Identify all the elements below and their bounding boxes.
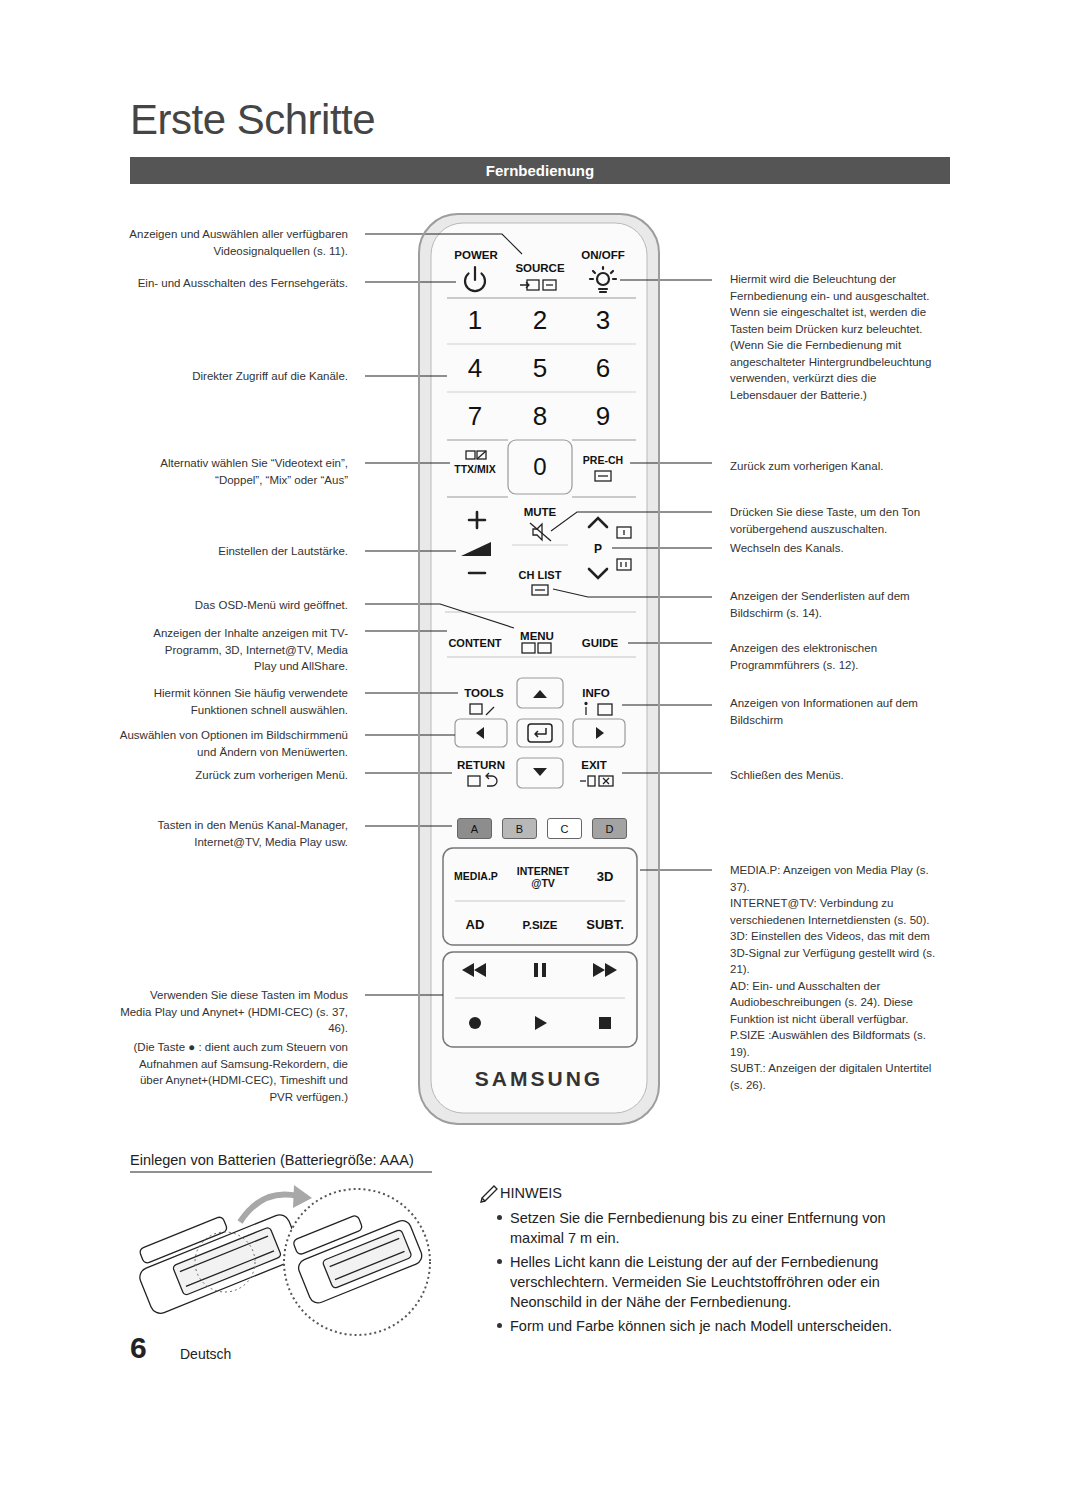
bullet-dot [497,1259,502,1264]
callout-text: Anzeigen des elektronischen Programmführ… [730,640,945,673]
key-label: PRE-CH [583,455,623,467]
callout-text: Direkter Zugriff auf die Kanäle. [118,368,348,385]
callout-text: Zurück zum vorherigen Kanal. [730,458,945,475]
section-heading: Fernbedienung [486,162,594,179]
callout-text: Anzeigen der Senderlisten auf dem Bildsc… [730,588,945,621]
key-label: AD [466,918,485,932]
bullet-dot [497,1323,502,1328]
callout-text: 3D: Einstellen des Videos, das mit dem 3… [730,928,945,978]
section-band: Fernbedienung [130,157,950,184]
callout-text: P.SIZE :Auswählen des Bildformats (s. 19… [730,1027,945,1060]
page-language: Deutsch [180,1346,231,1363]
note-heading: HINWEIS [500,1185,562,1202]
key-label: SUBT. [586,918,624,932]
digit-key: 1 [468,306,482,335]
key-label: INTERNET @TV [512,866,574,889]
bullet-dot [497,1215,502,1220]
callout-text: Anzeigen von Informationen auf dem Bilds… [730,695,945,728]
key-label: INFO [582,687,609,700]
digit-key: 9 [596,402,610,431]
callout-text: MEDIA.P: Anzeigen von Media Play (s. 37)… [730,862,945,895]
callout-text: Wechseln des Kanals. [730,540,945,557]
callout-text: Anzeigen und Auswählen aller verfügbaren… [118,226,348,259]
key-label: TOOLS [464,687,503,700]
digit-key: 8 [533,402,547,431]
callout-text: Das OSD-Menü wird geöffnet. [118,597,348,614]
key-label: D [606,823,614,835]
key-label: ON/OFF [581,249,624,262]
key-label: CH LIST [519,569,562,581]
key-label: SOURCE [515,262,564,275]
digit-key: 4 [468,354,482,383]
key-label: A [471,823,478,835]
digit-key: 3 [596,306,610,335]
page-title: Erste Schritte [130,96,375,144]
brand-logo: SAMSUNG [420,1067,658,1091]
callout-text: Verwenden Sie diese Tasten im Modus Medi… [118,987,348,1037]
digit-key: 2 [533,306,547,335]
digit-key: 5 [533,354,547,383]
color-key: C [547,818,582,839]
note-bullet: Setzen Sie die Fernbedienung bis zu eine… [495,1208,935,1248]
key-label: B [516,823,523,835]
key-label: P.SIZE [523,919,558,932]
callout-text: Zurück zum vorherigen Menü. [118,767,348,784]
callout-text: Alternativ wählen Sie “Videotext ein”, “… [118,455,348,488]
color-key: D [592,818,627,839]
key-label: MUTE [524,506,557,519]
callout-text: (Die Taste ● : dient auch zum Steuern vo… [118,1039,348,1105]
color-key: A [457,818,492,839]
callout-text: Hiermit wird die Beleuchtung der Fernbed… [730,271,945,403]
note-bullet: Form und Farbe können sich je nach Model… [495,1316,935,1336]
digit-key: 7 [468,402,482,431]
digit-key: 0 [533,454,546,480]
callout-text: Einstellen der Lautstärke. [118,543,348,560]
page-number: 6 [130,1330,147,1366]
key-label: POWER [454,249,497,262]
key-label: TTX/MIX [454,464,495,476]
key-label: 3D [597,870,614,884]
section-subheading: Einlegen von Batterien (Batteriegröße: A… [130,1152,414,1169]
key-label: C [561,823,569,835]
callout-text: Ein- und Ausschalten des Fernsehgeräts. [118,275,348,292]
callout-text: Schließen des Menüs. [730,767,945,784]
key-label: GUIDE [582,637,618,650]
color-key: B [502,818,537,839]
key-label: MENU [520,630,554,643]
callout-column: MEDIA.P: Anzeigen von Media Play (s. 37)… [730,862,945,1093]
callout-text: Anzeigen der Inhalte anzeigen mit TV-Pro… [143,625,348,675]
key-label: EXIT [581,759,607,772]
note-pencil [481,1186,497,1202]
note-bullet: Helles Licht kann die Leistung der auf d… [495,1252,935,1312]
digit-key: 6 [596,354,610,383]
key-label: CONTENT [448,637,501,649]
callout-text: INTERNET@TV: Verbindung zu verschiedenen… [730,895,945,928]
battery-illustration [129,1185,430,1335]
callout-text: Tasten in den Menüs Kanal-Manager, Inter… [118,817,348,850]
callout-text: SUBT.: Anzeigen der digitalen Untertitel… [730,1060,945,1093]
key-label: MEDIA.P [454,871,498,883]
callout-text: AD: Ein- und Ausschalten der Audiobeschr… [730,978,945,1028]
remote-housing: A B C D SAMSUNG [418,213,660,1125]
callout-text: Auswählen von Optionen im Bildschirmmenü… [113,727,348,760]
callout-text: Drücken Sie diese Taste, um den Ton vorü… [730,504,945,537]
key-label: RETURN [457,759,505,772]
note-list: Setzen Sie die Fernbedienung bis zu eine… [495,1208,935,1340]
key-label: P [594,543,602,556]
callout-text: Hiermit können Sie häufig verwendete Fun… [118,685,348,718]
